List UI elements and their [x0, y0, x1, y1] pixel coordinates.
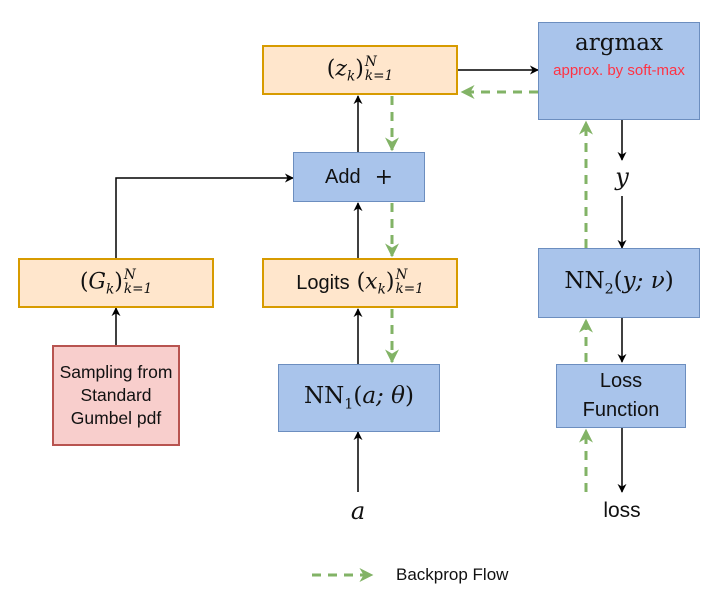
logits-sub: k	[377, 281, 386, 298]
logits-base: x	[365, 269, 378, 295]
logits-sup: N	[395, 267, 408, 284]
argmax-title: argmax	[575, 30, 663, 56]
nn2-node: NN2(y; ν)	[538, 248, 700, 318]
forward-arrows	[111, 65, 627, 493]
logits-prefix: Logits	[296, 271, 350, 294]
backprop-arrows	[312, 85, 593, 582]
nn1-args: a; θ	[362, 383, 405, 410]
z-range: k=1	[364, 68, 394, 85]
z-base: z	[335, 56, 347, 82]
z-sub: k	[346, 68, 356, 85]
legend-backprop-label: Backprop Flow	[396, 565, 509, 584]
logits-range: k=1	[395, 281, 424, 298]
input-a-label: a	[350, 497, 366, 525]
sampling-text: Sampling from Standard Gumbel pdf	[59, 362, 173, 428]
loss-output-label: loss	[603, 499, 641, 522]
nn1-index: 1	[344, 396, 354, 413]
z-sup: N	[364, 54, 377, 71]
gumbel-sampling-node: Sampling from Standard Gumbel pdf	[52, 345, 180, 446]
g-sub: k	[105, 281, 115, 298]
nn2-name: NN	[564, 268, 605, 295]
nn2-args: y; ν	[622, 268, 665, 295]
nn1-node: NN1(a; θ)	[278, 364, 440, 432]
nn1-name: NN	[304, 383, 345, 410]
nn2-index: 2	[604, 281, 614, 298]
argmax-node: argmax approx. by soft-max	[538, 22, 700, 120]
arrow-g-to-add	[115, 173, 294, 258]
g-sup: N	[123, 267, 136, 284]
add-node: Add +	[293, 152, 425, 202]
g-range: k=1	[123, 281, 153, 298]
y-output-label: y	[615, 163, 629, 191]
add-label: Add	[324, 165, 361, 188]
g-base: G	[88, 269, 106, 295]
loss-function-text: Loss Function	[582, 370, 660, 421]
loss-function-node: Loss Function	[556, 364, 686, 428]
argmax-note: approx. by soft-max	[553, 62, 685, 79]
add-operator: +	[374, 164, 394, 190]
